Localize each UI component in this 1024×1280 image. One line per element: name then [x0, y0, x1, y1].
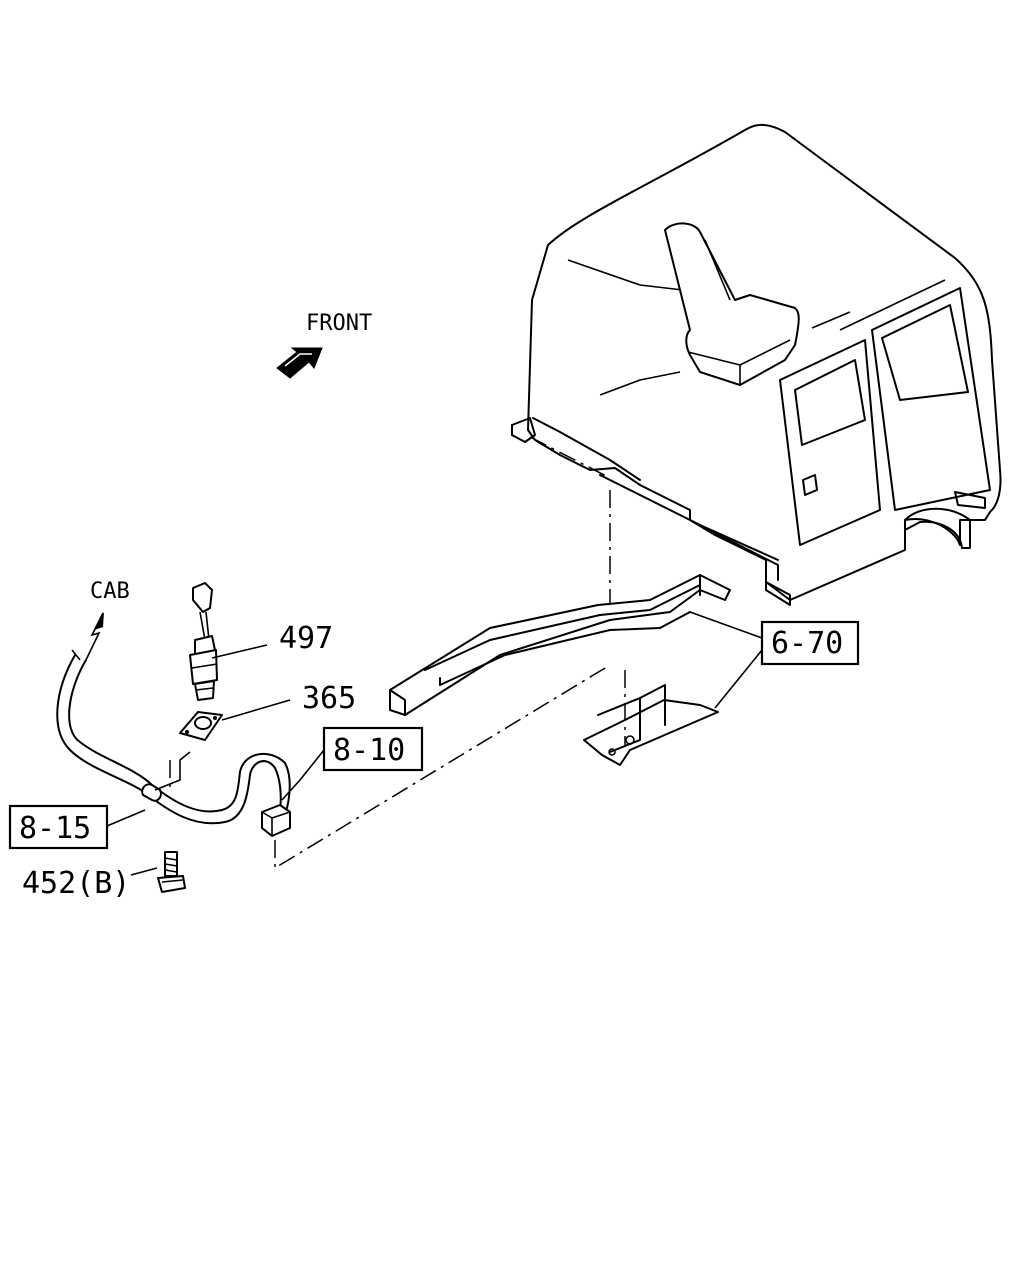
cab-label: CAB — [90, 579, 130, 604]
front-label: FRONT — [306, 311, 372, 336]
ref-8-15-box — [8, 804, 109, 850]
leader-6-70-frame — [689, 611, 763, 639]
frame-rails — [389, 574, 731, 716]
ref-8-10-box — [322, 726, 424, 772]
front-arrow — [276, 347, 323, 379]
ref-6-70-box — [760, 620, 860, 666]
leader-497 — [211, 644, 268, 659]
leader-8-10 — [281, 749, 325, 801]
ref-6-70-label: 6-70 — [771, 626, 843, 661]
mounting-bracket — [583, 670, 719, 766]
leader-6-70-bracket — [714, 649, 763, 709]
ref-8-15-label: 8-15 — [19, 811, 91, 846]
cab-arrow — [85, 612, 104, 661]
part-365-label: 365 — [302, 681, 356, 716]
part-452b-label: 452(B) — [22, 866, 130, 901]
pad-365 — [179, 711, 223, 741]
sensor-497 — [189, 582, 218, 701]
leader-8-15 — [106, 809, 146, 827]
cab-body — [511, 124, 1002, 606]
wire-harness — [56, 649, 611, 870]
leader-365 — [221, 699, 291, 721]
bolt-452b — [157, 851, 186, 893]
leader-452b — [130, 867, 158, 876]
part-497-label: 497 — [279, 621, 333, 656]
ref-8-10-label: 8-10 — [333, 733, 405, 768]
